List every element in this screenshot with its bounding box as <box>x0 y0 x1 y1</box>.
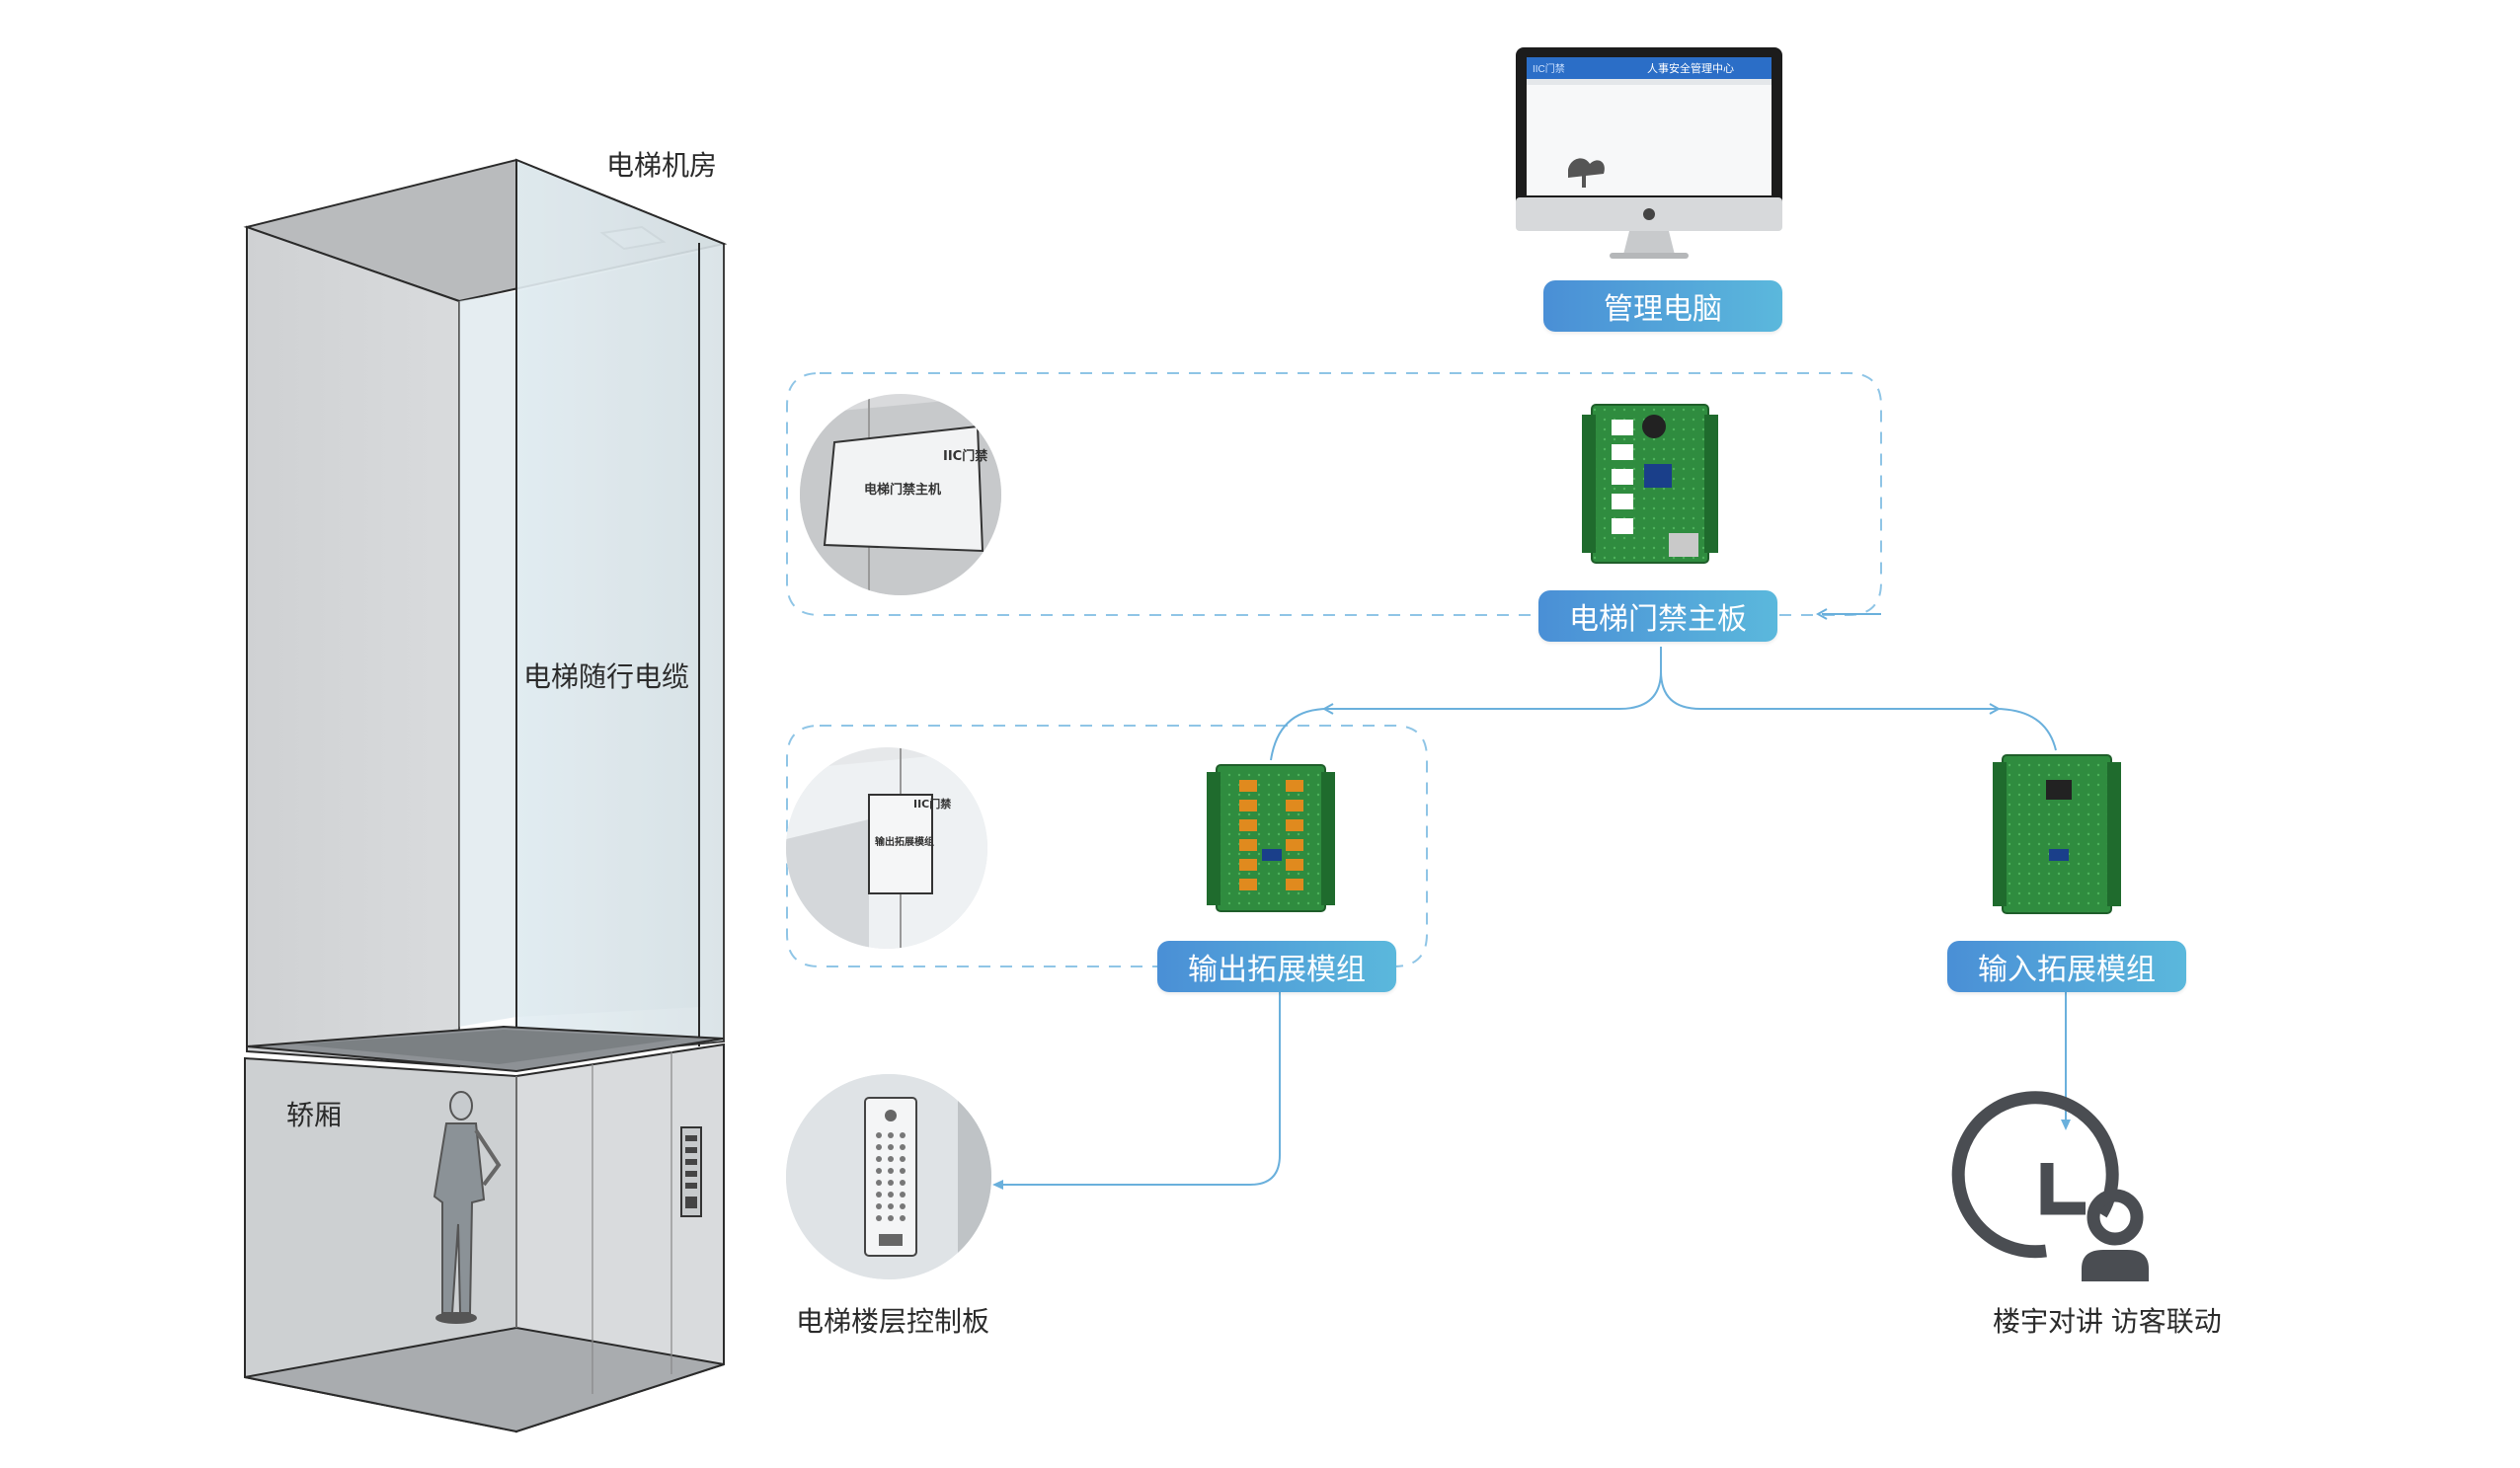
elevator-shaft <box>243 158 728 1433</box>
monitor-illustration <box>1516 47 1782 259</box>
intercom-label: 楼宇对讲 访客联动 <box>1993 1306 2222 1337</box>
main-thumb-title: 电梯门禁主机 <box>864 482 941 498</box>
main-board-button[interactable]: 电梯门禁主板 <box>1538 590 1777 642</box>
monitor-screen-title: 人事安全管理中心 <box>1647 63 1734 75</box>
intercom-visitor-icon <box>1951 1091 2149 1281</box>
input-module-pcb <box>1993 754 2121 914</box>
floor-panel-label: 电梯楼层控制板 <box>796 1306 990 1337</box>
machine-room-label: 电梯机房 <box>606 150 718 181</box>
output-thumb-brand: IIC门禁 <box>913 797 951 811</box>
main-thumb-brand: IIC门禁 <box>943 448 987 464</box>
input-module-button[interactable]: 输入拓展模组 <box>1947 941 2186 992</box>
output-module-button[interactable]: 输出拓展模组 <box>1157 941 1396 992</box>
main-host-thumbnail: IIC门禁 电梯门禁主机 <box>800 394 1001 595</box>
connectors <box>992 614 2071 1190</box>
management-pc-button[interactable]: 管理电脑 <box>1543 280 1782 332</box>
person-figure <box>433 1091 502 1324</box>
main-board-pcb <box>1582 404 1718 564</box>
traveling-cable-label: 电梯随行电缆 <box>523 661 690 692</box>
floor-panel-thumbnail <box>786 1074 991 1279</box>
output-module-pcb <box>1207 764 1335 912</box>
output-module-thumbnail: IIC门禁 输出拓展模组 <box>786 747 987 949</box>
car-label: 轿厢 <box>286 1100 343 1130</box>
output-thumb-title: 输出拓展模组 <box>875 835 934 848</box>
monitor-screen-brand: IIC门禁 <box>1533 64 1565 75</box>
